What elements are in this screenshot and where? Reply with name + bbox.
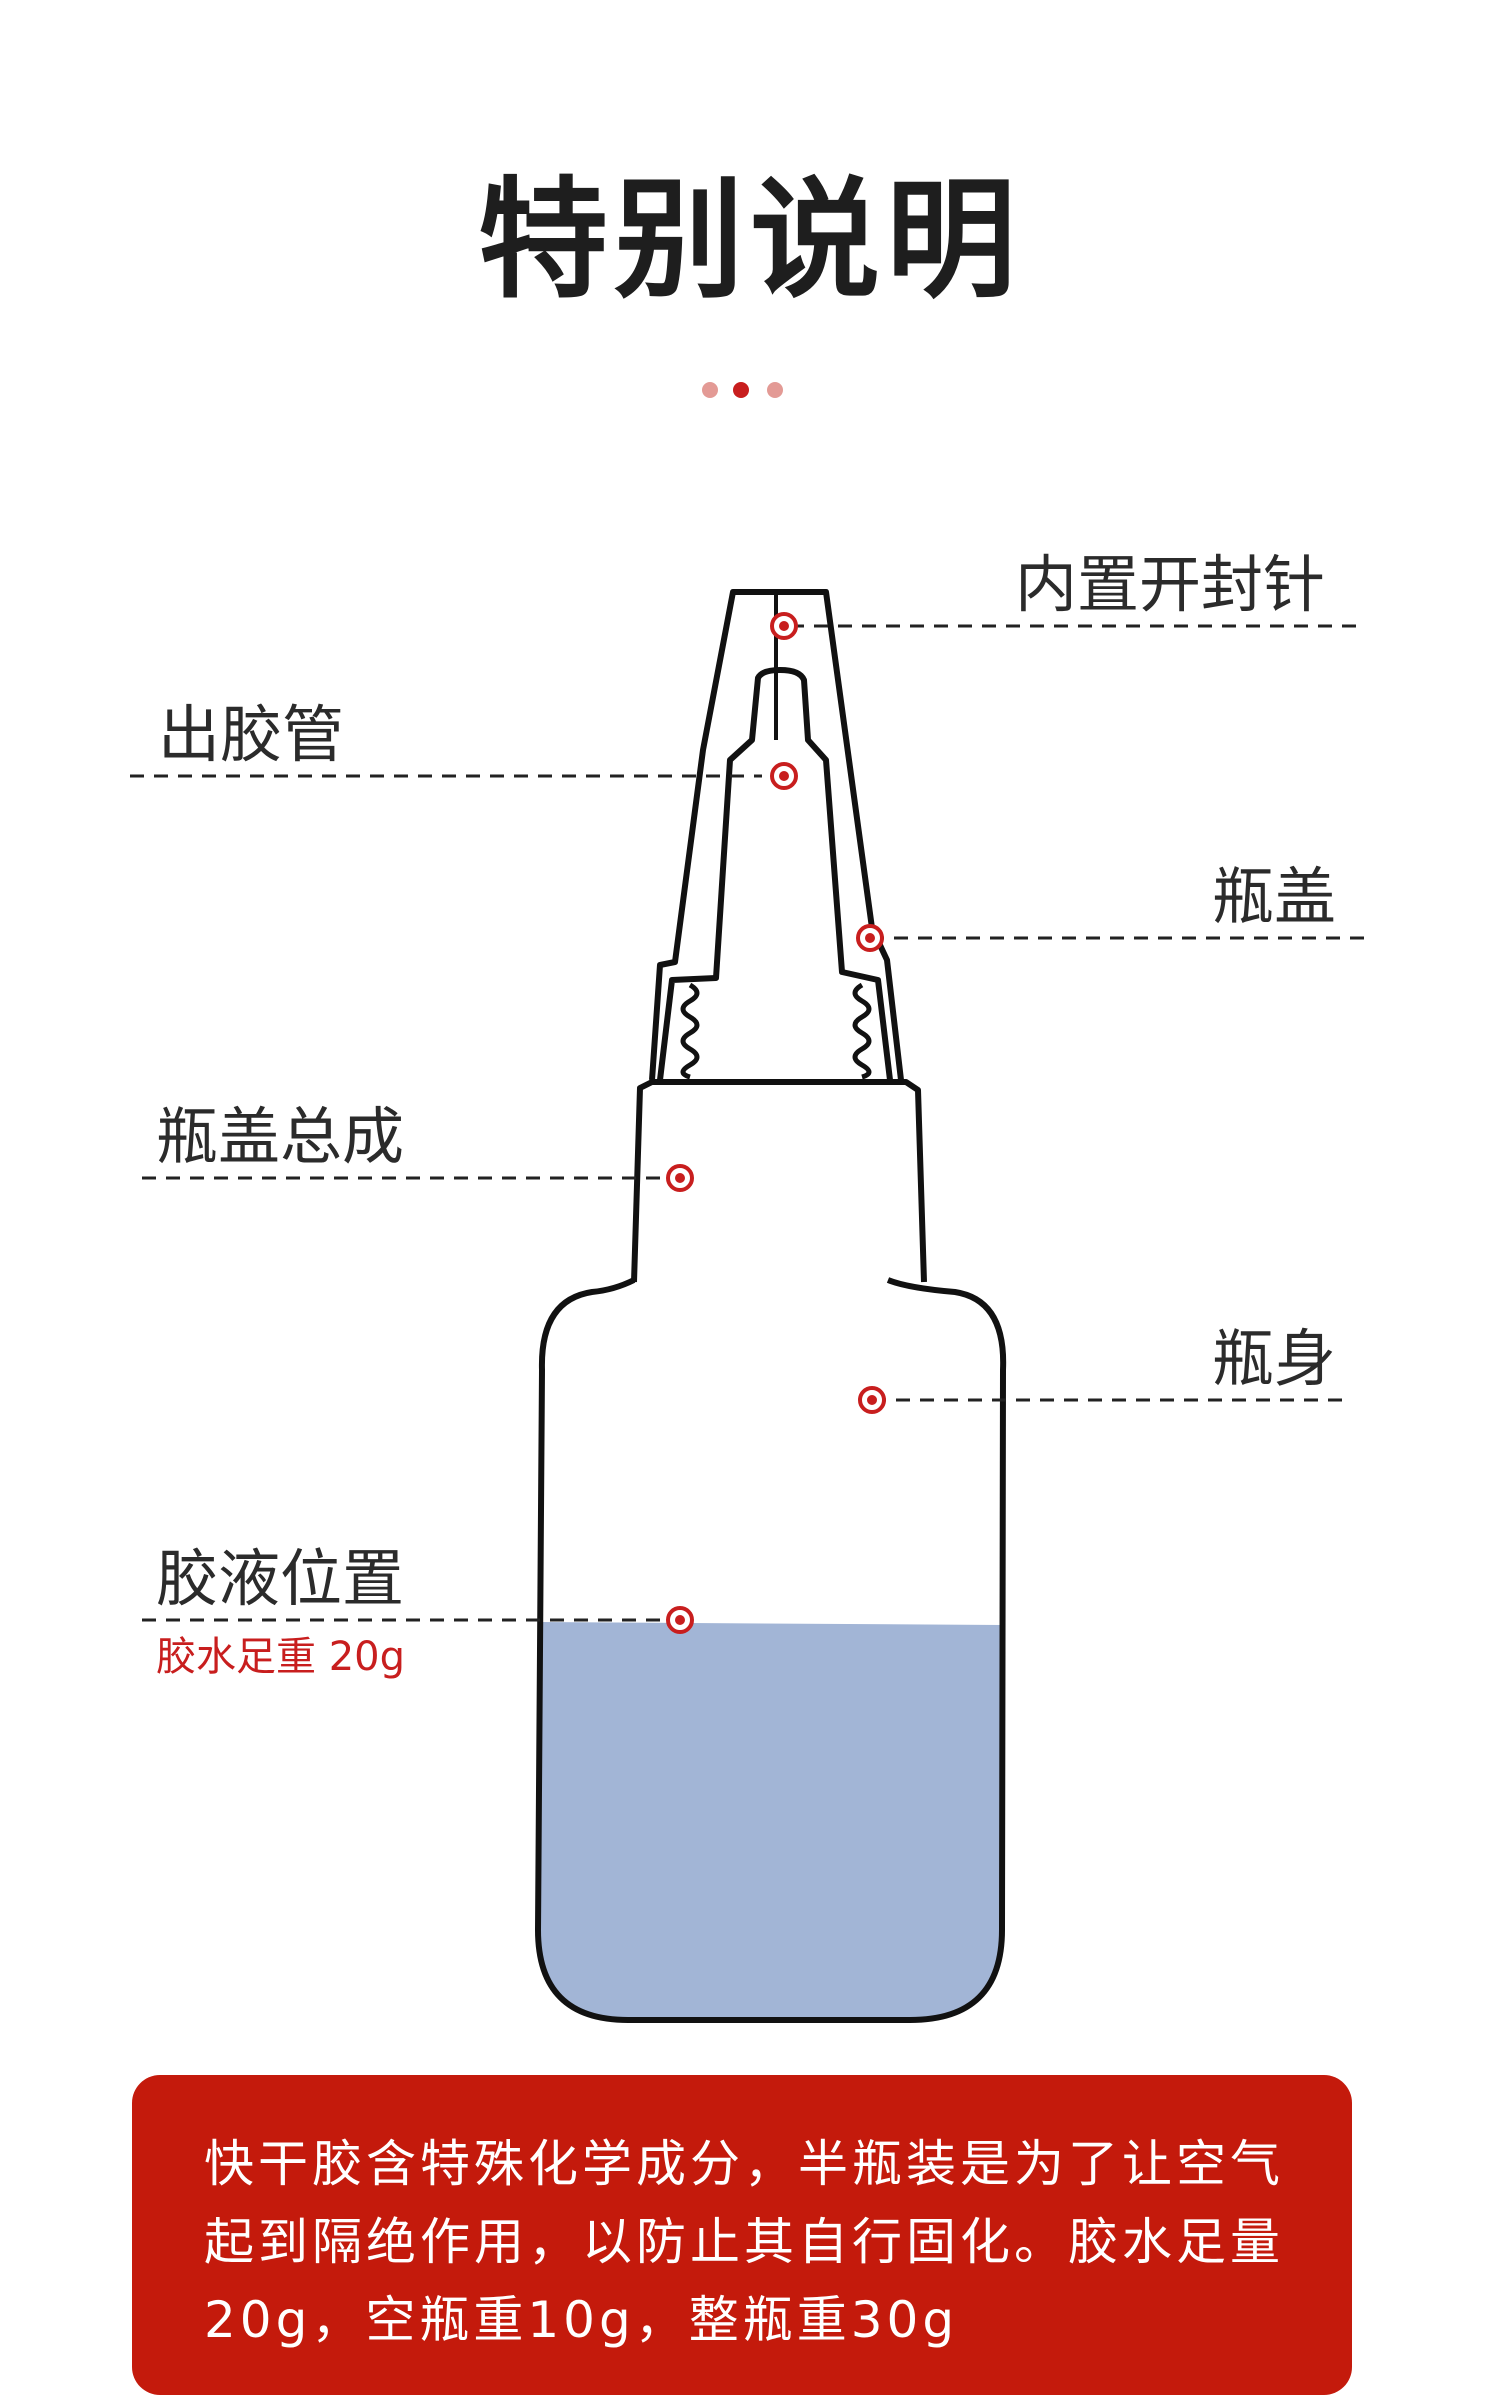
cap-thread-left	[657, 667, 893, 1081]
marker-cap-assembly	[666, 1164, 694, 1192]
bottle-body-outline	[535, 1277, 1007, 2023]
bottle-diagram	[130, 589, 1365, 2023]
page-title: 特别说明	[477, 164, 1022, 316]
dot-indicator-active	[733, 382, 749, 398]
cap-collar-outline	[631, 1079, 927, 1283]
label-glue-level: 胶液位置	[156, 1542, 405, 1615]
dot-indicator	[702, 382, 718, 398]
label-body: 瓶身	[1212, 1322, 1337, 1395]
marker-glue-level	[666, 1606, 694, 1634]
label-nozzle: 出胶管	[158, 698, 345, 771]
thread-squiggle-right	[852, 982, 872, 1080]
marker-needle	[770, 612, 798, 640]
label-cap-assembly: 瓶盖总成	[156, 1100, 405, 1173]
label-needle: 内置开封针	[1015, 548, 1326, 621]
glue-liquid	[538, 1622, 1002, 2020]
note-box: 快干胶含特殊化学成分，半瓶装是为了让空气起到隔绝作用，以防止其自行固化。胶水足量…	[132, 2075, 1352, 2395]
cap-outline	[649, 589, 904, 1081]
marker-cap	[856, 924, 884, 952]
marker-body	[858, 1386, 886, 1414]
marker-nozzle	[770, 762, 798, 790]
note-text: 快干胶含特殊化学成分，半瓶装是为了让空气起到隔绝作用，以防止其自行固化。胶水足量…	[204, 2135, 1284, 2349]
label-glue-weight: 胶水足重 20g	[156, 1634, 406, 1680]
thread-squiggle-left	[680, 982, 700, 1080]
dot-indicator	[767, 382, 783, 398]
label-cap: 瓶盖	[1212, 860, 1337, 933]
pagination-dots	[0, 378, 1500, 402]
